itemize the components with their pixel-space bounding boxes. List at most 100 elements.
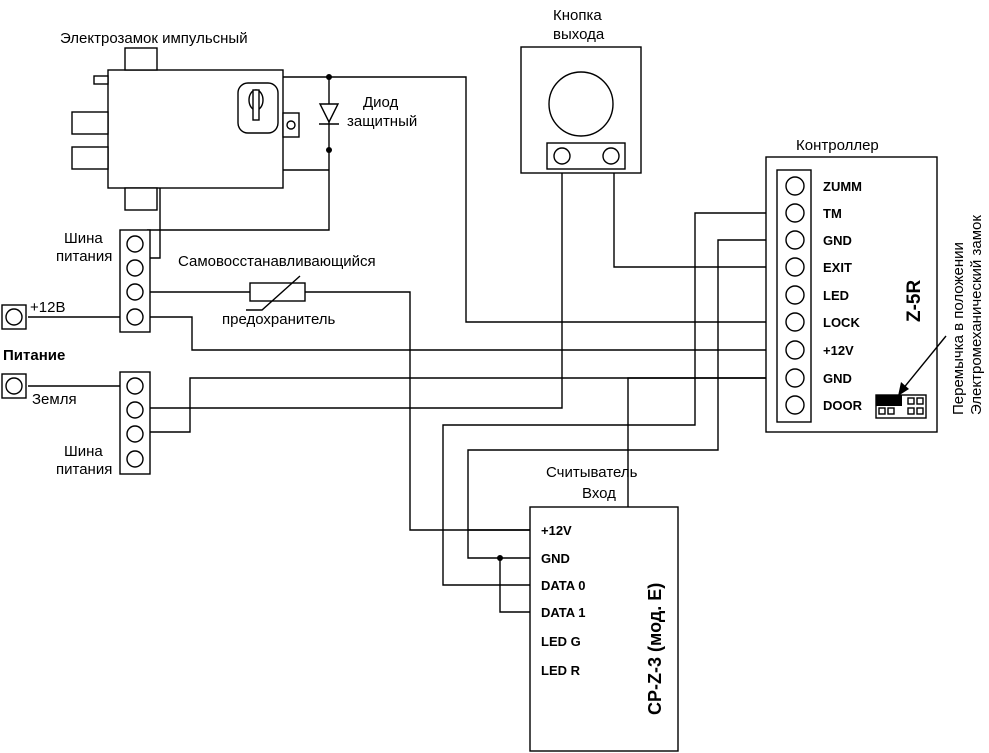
controller-pin-terminal [785, 230, 805, 250]
electric-lock: Электрозамок импульсный [60, 30, 300, 211]
diode-label-1: Диод [363, 94, 399, 111]
power-plus-label: +12В [30, 299, 65, 316]
junction-dot [326, 147, 332, 153]
controller-pin-label: LED [823, 288, 849, 303]
controller-pin-terminal [785, 340, 805, 360]
power-bus-top: Шина питания [56, 229, 151, 333]
exit-button: Кнопка выхода [520, 7, 642, 174]
wire-tm-to-data0 [442, 212, 785, 586]
jumper-pin [887, 407, 895, 415]
exit-button-contact-left [553, 147, 571, 165]
controller-pin-terminal [785, 368, 805, 388]
reader-pin-label: DATA 0 [541, 578, 586, 593]
wire-lock-bottom [147, 170, 161, 259]
reader-pin-label: LED R [541, 663, 581, 678]
lock-mount-bottom [124, 187, 158, 211]
controller-pin-label: DOOR [823, 398, 863, 413]
controller-pin-label: TM [823, 206, 842, 221]
reader-pin-label: +12V [541, 523, 572, 538]
bus-top-terminal [126, 235, 144, 253]
wire-data-link [499, 558, 530, 613]
jumper-pin [916, 397, 924, 405]
controller-pin-terminal [785, 285, 805, 305]
bus-top-label-2: питания [56, 248, 112, 265]
bus-top-terminal [126, 283, 144, 301]
power-bus-bottom: Шина питания [56, 371, 151, 478]
lock-screw [286, 120, 296, 130]
diode-icon [318, 103, 340, 125]
power-title: Питание [3, 347, 65, 364]
controller-pin-terminal [785, 257, 805, 277]
power-supply: +12В Питание Земля [1, 299, 77, 408]
jumper-cap [876, 395, 902, 406]
exit-button-label-1: Кнопка [553, 7, 602, 24]
lock-keyhole [252, 89, 260, 121]
jumper-pin [907, 407, 915, 415]
lock-bolt-1 [71, 111, 109, 135]
wire-fuse-to-reader [305, 291, 530, 531]
controller-pin-label: LOCK [823, 315, 860, 330]
wire-exit-left [190, 170, 563, 409]
jumper-note-2: Электромеханический замок [968, 215, 985, 415]
reader-pin-label: GND [541, 551, 570, 566]
protective-diode: Диод защитный [318, 94, 417, 130]
junction-dot [326, 74, 332, 80]
fuse-label-1: Самовосстанавливающийся [178, 253, 376, 270]
card-reader: Считыватель Вход +12V GND DATA 0 DATA 1 … [529, 464, 679, 752]
wire-bus-gnd-2 [147, 408, 191, 433]
lock-tab [93, 75, 109, 85]
reader-pin-label: DATA 1 [541, 605, 586, 620]
controller-title: Контроллер [796, 137, 879, 154]
controller-pin-label: +12V [823, 343, 854, 358]
lock-bolt-2 [71, 146, 109, 170]
controller-pin-terminal [785, 312, 805, 332]
reader-title-2: Вход [582, 485, 616, 502]
wire-diode-vertical [147, 77, 330, 231]
reader-body [529, 506, 679, 752]
controller-pin-label: ZUMM [823, 179, 862, 194]
bus-bottom-terminal [126, 401, 144, 419]
reader-pin-label: LED G [541, 634, 581, 649]
wire-gnd-to-reader [467, 239, 785, 559]
power-ground-label: Земля [32, 391, 77, 408]
reader-pin-list: +12V GND DATA 0 DATA 1 LED G LED R [541, 523, 586, 678]
exit-button-push [548, 71, 614, 137]
wire-lock-to-controller [283, 76, 785, 323]
controller-pin-terminal [785, 176, 805, 196]
controller: Контроллер ZUMM TM GND EXIT LED LOCK +12… [765, 137, 985, 433]
power-plus-terminal [5, 308, 23, 326]
wire-bus-to-controller-gnd [147, 377, 785, 409]
junction-dot [497, 555, 503, 561]
diode-label-2: защитный [347, 113, 417, 130]
lock-mount-top [124, 47, 158, 71]
controller-pin-list: ZUMM TM GND EXIT LED LOCK +12V GND DOOR [785, 176, 863, 415]
controller-pin-terminal [785, 203, 805, 223]
resettable-fuse: Самовосстанавливающийся предохранитель [178, 253, 376, 328]
wire-bus-to-controller-12v [147, 316, 785, 351]
bus-top-label-1: Шина [64, 230, 103, 247]
fuse-label-2: предохранитель [222, 311, 336, 328]
controller-pin-label: GND [823, 371, 852, 386]
controller-pin-label: EXIT [823, 260, 852, 275]
exit-button-contact-right [602, 147, 620, 165]
bus-bottom-label-2: питания [56, 461, 112, 478]
jumper-arrow [901, 335, 947, 391]
lock-title: Электрозамок импульсный [60, 30, 248, 47]
reader-title-1: Считыватель [546, 464, 638, 481]
controller-pin-terminal [785, 395, 805, 415]
wire-exit-right [613, 170, 785, 268]
jumper-block [875, 394, 927, 419]
jumper-note-1: Перемычка в положении [950, 242, 967, 415]
reader-model: CP-Z-3 (мод. E) [645, 583, 665, 715]
bus-bottom-label-1: Шина [64, 443, 103, 460]
bus-bottom-terminal [126, 450, 144, 468]
bus-top-terminal [126, 308, 144, 326]
controller-pin-label: GND [823, 233, 852, 248]
jumper-arrow-head [898, 382, 909, 396]
bus-bottom-terminal [126, 425, 144, 443]
fuse-slash [246, 275, 301, 311]
power-ground-terminal [5, 377, 23, 395]
bus-top-terminal [126, 259, 144, 277]
controller-model: Z-5R [904, 280, 925, 323]
